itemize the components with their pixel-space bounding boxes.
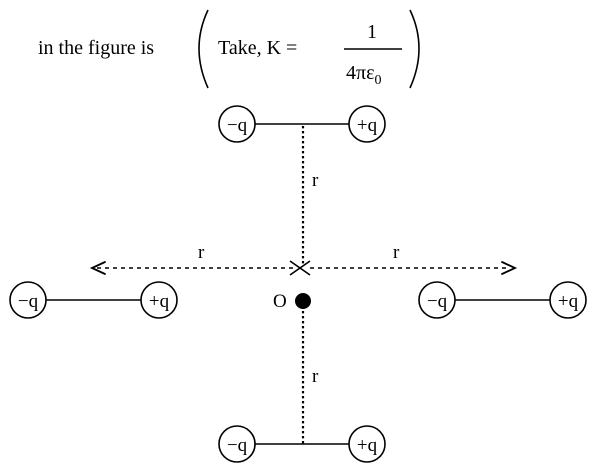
denominator-subscript: 0 — [375, 73, 382, 88]
left-parenthesis — [198, 9, 209, 89]
dipole-right-positive-circle — [549, 281, 587, 319]
distance-label-left: r — [198, 242, 205, 263]
dipole-top-positive-circle — [348, 105, 386, 143]
dipole-left-positive-label: +q — [149, 291, 170, 312]
fraction-denominator: 4πε0 — [346, 62, 382, 88]
dipole-bottom-negative-circle — [218, 425, 256, 463]
dipole-left: −q +q — [9, 281, 178, 319]
question-header: in the figure is Take, K = 1 4πε0 — [38, 9, 420, 89]
dipole-right-negative-label: −q — [427, 291, 448, 312]
dipole-bottom-negative-label: −q — [227, 435, 248, 456]
dipole-left-negative-label: −q — [18, 291, 39, 312]
dipole-top-positive-label: +q — [357, 115, 378, 136]
dipole-top-negative-circle — [218, 105, 256, 143]
arrow-left-head — [89, 261, 106, 275]
distance-label-bottom: r — [312, 366, 319, 387]
dipole-top-negative-label: −q — [227, 115, 248, 136]
dipole-right: −q +q — [418, 281, 587, 319]
dipole-right-negative-circle — [418, 281, 456, 319]
dipole-right-positive-label: +q — [558, 291, 579, 312]
dipole-left-negative-circle — [9, 281, 47, 319]
dipole-top: −q +q — [218, 105, 386, 143]
right-parenthesis — [409, 9, 420, 89]
origin-label: O — [273, 291, 287, 312]
dipole-bottom-positive-circle — [348, 425, 386, 463]
arrow-right-head — [501, 261, 518, 275]
dipole-bottom: −q +q — [218, 425, 386, 463]
question-prefix: in the figure is — [38, 37, 154, 59]
fraction-numerator: 1 — [367, 21, 377, 43]
denominator-main: 4πε — [346, 62, 375, 84]
center-cross-mark — [289, 260, 311, 276]
take-label: Take, K = — [218, 37, 297, 59]
dipole-left-positive-circle — [140, 281, 178, 319]
distance-label-top: r — [312, 170, 319, 191]
origin-point — [295, 293, 311, 309]
dipole-bottom-positive-label: +q — [357, 435, 378, 456]
distance-label-right: r — [393, 242, 400, 263]
